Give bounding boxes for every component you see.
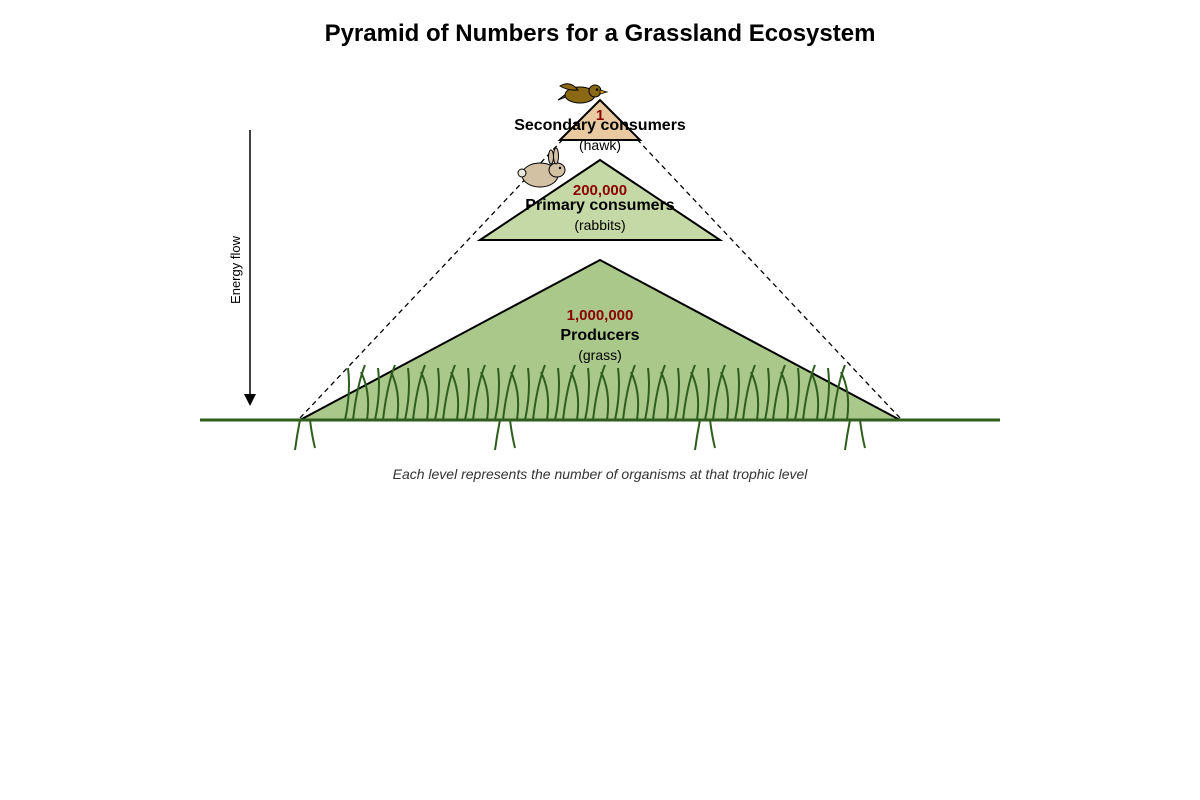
rabbit-icon	[517, 147, 566, 188]
grass-blade	[802, 364, 816, 421]
grass-blade	[844, 419, 851, 451]
hawk-icon	[557, 83, 609, 104]
grass-blade	[382, 364, 396, 421]
grass-blade	[434, 367, 440, 421]
grass-blade	[694, 419, 701, 451]
grass-blade	[494, 367, 500, 421]
grass-blade	[592, 364, 606, 421]
grass-blade	[712, 364, 726, 421]
grass-blade	[690, 371, 700, 421]
energy-flow-label: Energy flow	[228, 235, 243, 304]
grass-blade	[562, 364, 576, 421]
grass-blade	[540, 371, 550, 421]
grass-blade	[509, 419, 516, 449]
secondary-consumers-label: Secondary consumers	[514, 117, 686, 134]
grass-blade	[524, 367, 530, 421]
grass-blade	[532, 364, 546, 421]
grass-blade	[682, 364, 696, 421]
grass-blade	[764, 367, 770, 421]
primary-consumers-count: 200,000	[573, 182, 627, 199]
primary-consumers-level	[476, 158, 724, 241]
grass-blade	[709, 419, 716, 449]
grass-blade	[502, 364, 516, 421]
primary-consumers-organism: (rabbits)	[574, 217, 625, 233]
grass-blade	[360, 371, 370, 421]
grass-blade	[464, 367, 470, 421]
grass-blade	[614, 367, 620, 421]
grass-blade	[584, 367, 590, 421]
grass-blade	[622, 364, 636, 421]
grass-blade	[720, 371, 730, 421]
grass-blade	[859, 419, 866, 449]
grass-blade	[742, 364, 756, 421]
grass-blade	[374, 367, 380, 421]
grass-blade	[390, 371, 400, 421]
diagram-caption: Each level represents the number of orga…	[392, 466, 808, 482]
grass-blade	[472, 364, 486, 421]
grass-blade	[840, 371, 850, 421]
grass-blade	[630, 371, 640, 421]
grass-blade	[294, 419, 301, 451]
producers-label: Producers	[560, 327, 639, 344]
grass-blade	[734, 367, 740, 421]
grass-blade	[824, 367, 830, 421]
grass-blade	[309, 419, 316, 449]
grass-blade	[420, 371, 430, 421]
grass-icon	[294, 364, 866, 451]
grass-blade	[554, 367, 560, 421]
grass-blade	[494, 419, 501, 451]
pyramid-outline-right	[599, 99, 901, 419]
grass-blade	[352, 364, 366, 421]
grass-blade	[600, 371, 610, 421]
grass-blade	[450, 371, 460, 421]
grass-blade	[832, 364, 846, 421]
grass-blade	[660, 371, 670, 421]
grass-blade	[344, 367, 350, 421]
grass-blade	[652, 364, 666, 421]
grass-blade	[644, 367, 650, 421]
energy-flow-arrowhead	[244, 394, 256, 406]
grass-blade	[794, 367, 800, 421]
grass-blade	[750, 371, 760, 421]
diagram-title: Pyramid of Numbers for a Grassland Ecosy…	[324, 20, 876, 47]
secondary-consumers-organism: (hawk)	[579, 137, 621, 153]
grass-blade	[674, 367, 680, 421]
grass-blade	[780, 371, 790, 421]
grass-blade	[442, 364, 456, 421]
grass-blade	[412, 364, 426, 421]
grass-blade	[704, 367, 710, 421]
grass-blade	[570, 371, 580, 421]
grass-blade	[772, 364, 786, 421]
grass-blade	[510, 371, 520, 421]
grass-blade	[480, 371, 490, 421]
producers-organism: (grass)	[578, 347, 622, 363]
grass-blade	[810, 371, 820, 421]
secondary-consumers-count: 1	[596, 107, 604, 124]
secondary-consumers-level	[557, 98, 643, 141]
primary-consumers-label: Primary consumers	[525, 197, 675, 214]
grass-blade	[404, 367, 410, 421]
producers-count: 1,000,000	[567, 307, 634, 324]
